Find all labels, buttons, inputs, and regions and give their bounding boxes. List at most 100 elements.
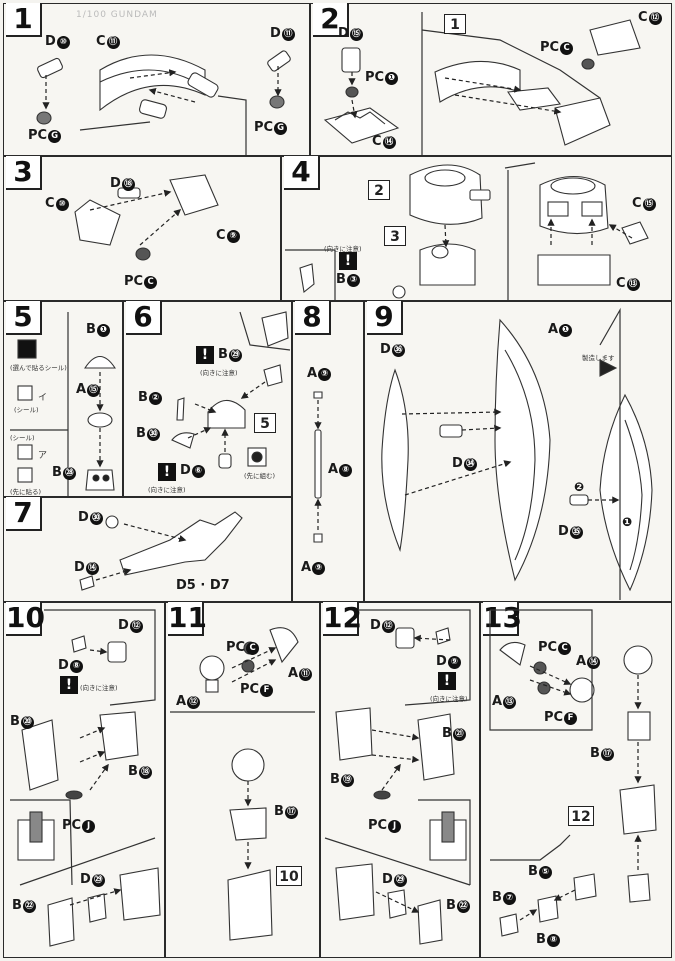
part-letter: B (536, 932, 546, 947)
part-number: ⑧ (546, 934, 560, 947)
part-letter: C (632, 196, 642, 211)
part-number: ⑭ (587, 656, 601, 669)
subassembly-ref: 3 (384, 226, 406, 246)
order-marker: ❷ (574, 480, 585, 494)
part-letter: PC (540, 40, 560, 55)
part-number: ㉙ (91, 874, 105, 887)
part-letter: B (492, 890, 502, 905)
caution-icon: ! (60, 676, 78, 694)
part-number: ⑨ (318, 368, 332, 381)
part-number: ⑮ (349, 28, 363, 41)
sticker-note: (先に貼る) (10, 488, 42, 496)
part-letter: D (370, 618, 381, 633)
part-number: C (558, 642, 572, 655)
part-letter: D (58, 658, 69, 673)
part-letter: C (638, 10, 648, 25)
part-number: G (274, 122, 288, 135)
step-number: 12 (323, 601, 362, 636)
part-number: F (260, 684, 274, 697)
part-letter: A (576, 654, 587, 669)
subassembly-ref: 10 (276, 866, 302, 886)
step-number: 7 (6, 497, 42, 531)
part-number: ㊱ (391, 344, 405, 357)
part-number: ㉘ (62, 467, 76, 480)
part-letter: D (380, 342, 391, 357)
part-letter: D (270, 26, 281, 41)
part-letter: PC (226, 640, 246, 655)
part-number: G (48, 130, 62, 143)
part-letter: C (45, 196, 55, 211)
part-number: ⑫ (129, 620, 143, 633)
part-letter: D (338, 26, 349, 41)
part-letter: B (590, 746, 600, 761)
part-letter: B (442, 726, 452, 741)
part-number: ⑬ (503, 696, 517, 709)
sticker-note: イ (38, 393, 48, 403)
part-letter: B (218, 347, 228, 362)
part-letter: PC (28, 128, 48, 143)
part-letter: D (558, 524, 569, 539)
part-number: ❶ (96, 324, 110, 337)
part-number: ⑧ (69, 660, 83, 673)
part-letter: D (118, 618, 129, 633)
sticker-note: (選んで貼るシール) (10, 364, 67, 372)
step-number: 3 (6, 156, 42, 190)
part-number: C (560, 42, 574, 55)
step-7-panel: 7 (3, 497, 292, 602)
part-number: ⑥ (191, 465, 205, 478)
part-letter: B (10, 714, 20, 729)
part-letter: A (307, 366, 318, 381)
step-number: 13 (483, 601, 522, 636)
part-number: ⑩ (55, 198, 69, 211)
part-number: ⑮ (87, 384, 101, 397)
part-letter: D (74, 560, 85, 575)
part-letter: D (45, 34, 56, 49)
part-number: ⑪ (106, 36, 120, 49)
part-number: ③ (346, 274, 360, 287)
part-number: F (564, 712, 578, 725)
part-letter: D (110, 176, 121, 191)
part-letter: B (86, 322, 96, 337)
part-letter: D (436, 654, 447, 669)
caution-icon: ! (196, 346, 214, 364)
part-number: ⑭ (382, 136, 396, 149)
part-number: ㉙ (228, 349, 242, 362)
part-letter: D5 · D7 (176, 578, 230, 593)
sticker-note: (シール) (14, 406, 39, 414)
part-letter: D (78, 510, 89, 525)
step-number: 5 (6, 301, 42, 335)
step-9-panel: 9 (364, 301, 672, 602)
part-number: ⑤ (538, 866, 552, 879)
part-number: ㉞ (463, 458, 477, 471)
caution-note: (向きに注意) (324, 245, 362, 253)
part-letter: B (336, 272, 346, 287)
part-number: ㉚ (146, 428, 160, 441)
